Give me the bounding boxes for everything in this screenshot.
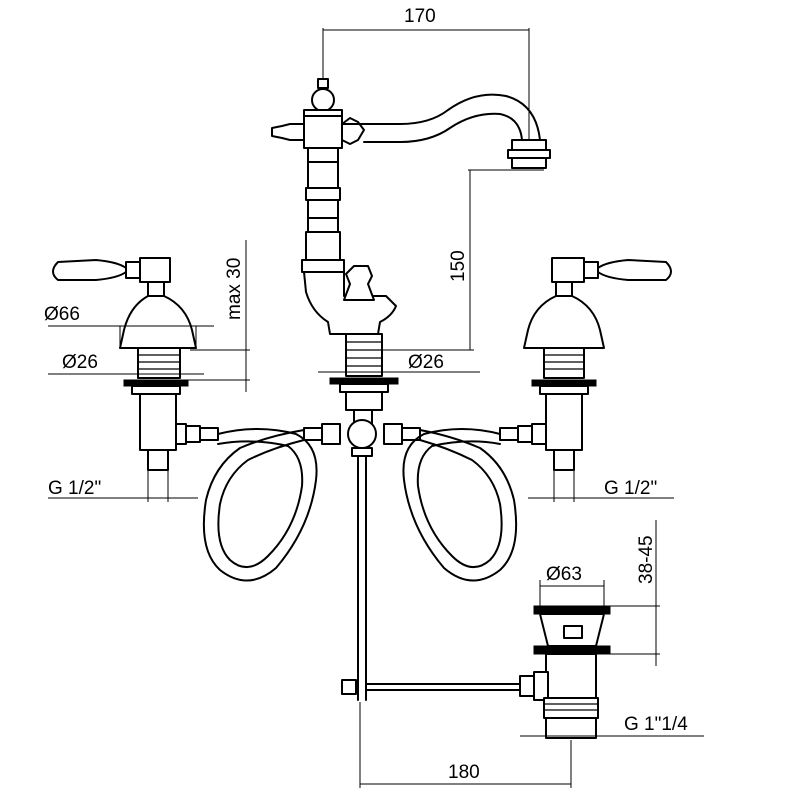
- spout-body: [271, 78, 551, 335]
- dim-label-spout-height: 150: [448, 250, 469, 282]
- left-handle: [52, 257, 197, 471]
- dim-label-center-shank-diameter: Ø26: [408, 352, 444, 373]
- dim-label-drain-diameter: Ø63: [546, 564, 582, 585]
- dim-label-left-thread: G 1/2": [48, 478, 101, 499]
- hose-connectors: [175, 419, 547, 457]
- dim-label-left-shank-diameter: Ø26: [62, 352, 98, 373]
- right-handle: [523, 257, 672, 471]
- dim-label-drain-offset: 180: [448, 762, 480, 783]
- dimension-lines: [48, 28, 704, 788]
- flexible-hoses: [202, 428, 518, 582]
- dim-label-spout-reach: 170: [404, 6, 436, 27]
- dim-label-handle-base-diameter: Ø66: [44, 304, 80, 325]
- center-shank: [329, 333, 399, 429]
- dim-label-max-height: max 30: [224, 258, 245, 320]
- dim-label-drain-height: 38-45: [636, 535, 657, 584]
- dim-label-drain-thread: G 1"1/4: [624, 714, 688, 735]
- drain-assembly: [519, 605, 611, 739]
- dim-label-right-thread: G 1/2": [604, 478, 657, 499]
- pop-up-rod: [341, 455, 521, 701]
